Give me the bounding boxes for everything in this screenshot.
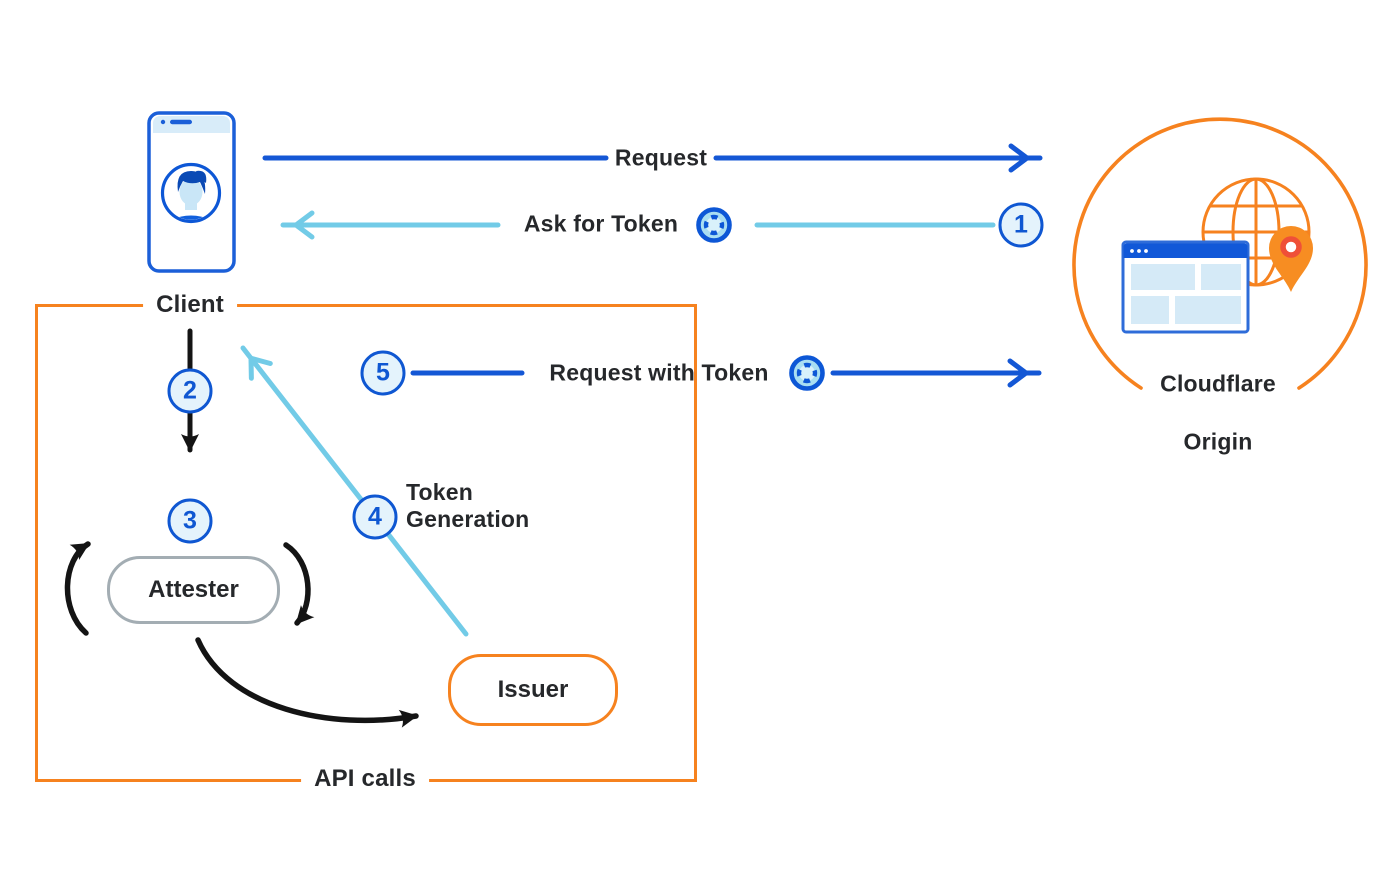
- phone-camera-dot: [160, 119, 166, 125]
- phone-speaker-bar: [170, 119, 192, 125]
- cloudflare-origin-line1: Cloudflare: [1160, 370, 1276, 397]
- token-icon: [788, 354, 826, 392]
- client-label: Client: [143, 291, 237, 319]
- token-generation-line2: Generation: [406, 506, 530, 532]
- cloudflare-origin-label: Cloudflare Origin: [1160, 341, 1276, 486]
- cloudflare-origin-line2: Origin: [1183, 428, 1253, 455]
- browser-window-icon: [1121, 240, 1250, 334]
- token-generation-label: Token Generation: [406, 479, 529, 533]
- step-badge-5: 5: [360, 350, 406, 396]
- issuer-label: Issuer: [497, 676, 569, 703]
- step-number: 4: [368, 502, 382, 531]
- step-badge-1: 1: [998, 202, 1044, 248]
- ask-for-token-label: Ask for Token: [523, 210, 679, 237]
- smartphone-user-icon: [147, 111, 236, 273]
- attester-node: Attester: [107, 556, 280, 624]
- user-avatar-icon: [160, 162, 222, 224]
- issuer-node: Issuer: [448, 654, 618, 726]
- api-calls-label: API calls: [301, 765, 429, 793]
- step-number: 2: [183, 376, 197, 405]
- step-badge-4: 4: [352, 494, 398, 540]
- request-with-token-label: Request with Token: [549, 359, 769, 386]
- step-number: 3: [183, 506, 197, 535]
- step-number: 5: [376, 358, 390, 387]
- step-badge-2: 2: [167, 368, 213, 414]
- step-badge-3: 3: [167, 498, 213, 544]
- request-label: Request: [614, 144, 708, 171]
- token-generation-line1: Token: [406, 479, 474, 505]
- attester-label: Attester: [148, 576, 239, 603]
- globe-icon: [1201, 177, 1311, 287]
- token-icon: [695, 206, 733, 244]
- location-pin-icon: [1269, 226, 1313, 292]
- step-number: 1: [1014, 210, 1028, 239]
